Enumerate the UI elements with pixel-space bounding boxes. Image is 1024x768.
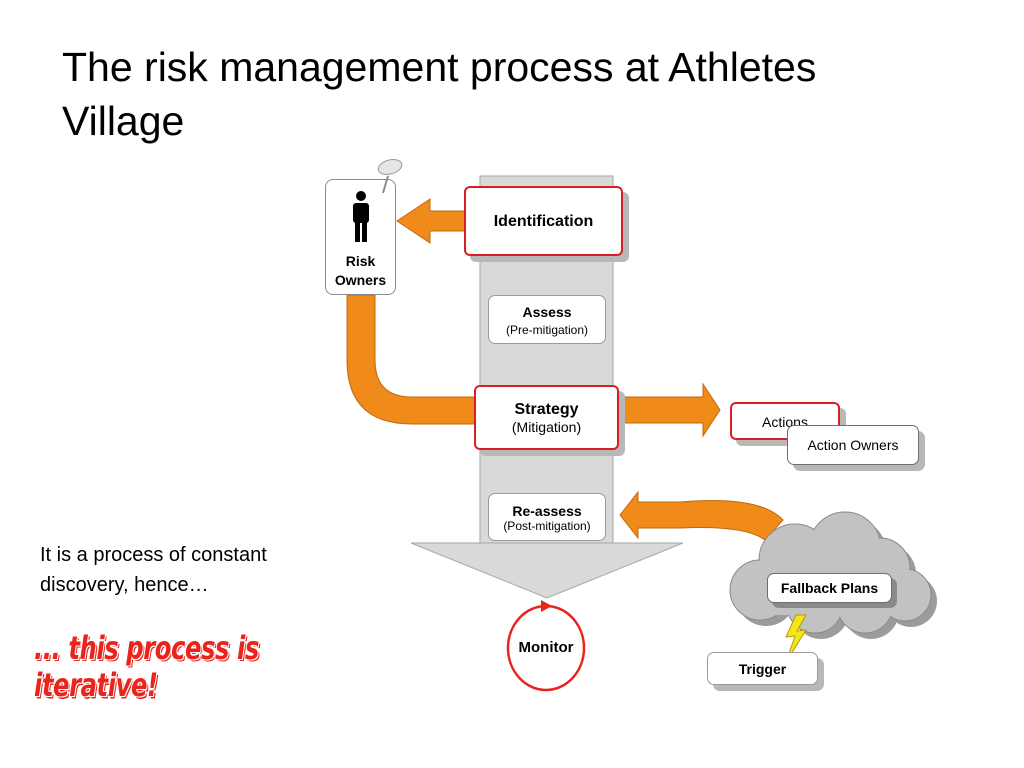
fallback-plans-label: Fallback Plans [780, 580, 879, 596]
assess-label: Assess [522, 304, 572, 320]
assess-box[interactable]: Assess (Pre-mitigation) [488, 295, 606, 344]
action-owners-label: Action Owners [807, 437, 899, 453]
assess-sublabel: (Pre-mitigation) [505, 323, 589, 337]
risk-owners-label-line2: Owners [334, 272, 387, 288]
arrow-to-actions [612, 382, 721, 438]
slide-title: The risk management process at Athletes … [62, 44, 817, 144]
risk-owners-card[interactable]: Risk Owners [325, 179, 396, 295]
action-owners-box[interactable]: Action Owners [787, 425, 919, 465]
arrow-cloud-to-reassess [619, 490, 784, 541]
connector-risk-owners-to-strategy [346, 294, 481, 425]
strategy-box[interactable]: Strategy (Mitigation) [474, 385, 619, 450]
intro-text: It is a process of constant discovery, h… [40, 544, 267, 596]
reassess-label: Re-assess [512, 503, 582, 519]
fallback-plans-box[interactable]: Fallback Plans [767, 573, 892, 603]
process-down-arrow [410, 542, 684, 599]
reassess-box[interactable]: Re-assess (Post-mitigation) [488, 493, 606, 541]
identification-box[interactable]: Identification [464, 186, 623, 256]
iterative-text: ... this process is iterative! [34, 630, 259, 705]
arrow-to-risk-owners [396, 198, 471, 244]
trigger-box[interactable]: Trigger [707, 652, 818, 685]
risk-owners-label-line1: Risk [345, 253, 376, 269]
person-icon [353, 191, 369, 242]
monitor-cycle-icon [506, 600, 586, 692]
reassess-sublabel: (Post-mitigation) [503, 519, 591, 533]
strategy-sublabel: (Mitigation) [511, 419, 582, 435]
trigger-label: Trigger [738, 661, 787, 677]
identification-label: Identification [493, 213, 594, 230]
strategy-label: Strategy [514, 401, 579, 418]
lightning-icon [785, 614, 807, 663]
pushpin-icon [377, 159, 403, 194]
monitor-label[interactable]: Monitor [518, 639, 574, 656]
